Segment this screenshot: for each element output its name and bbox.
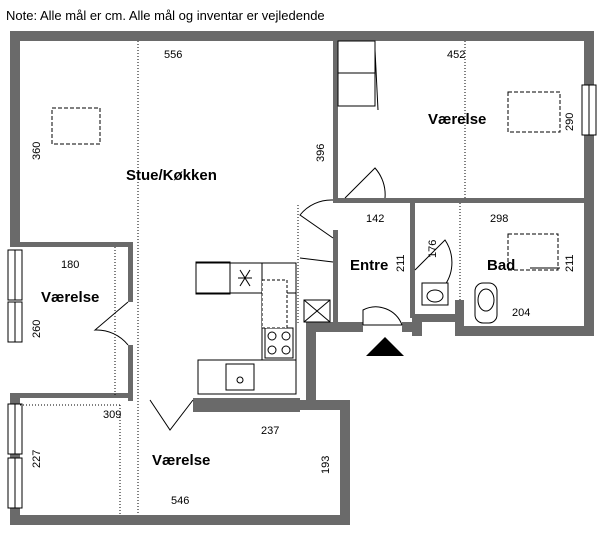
dim-298: 298 [490,213,508,225]
entrance-arrow-icon [366,337,404,356]
dimension-lines [20,41,466,515]
dim-290: 290 [564,113,576,131]
dim-452: 452 [447,49,465,61]
room-bad-label: Bad [487,257,515,274]
bathroom-fixtures [421,267,560,324]
room-vaerelse-s-label: Værelse [152,452,210,469]
plan-note: Note: Alle mål er cm. Alle mål og invent… [6,8,325,23]
dim-142: 142 [366,213,384,225]
room-stue-label: Stue/Køkken [126,167,217,184]
room-entre-label: Entre [350,257,388,274]
dim-360: 360 [31,142,43,160]
dim-193: 193 [320,456,332,474]
room-vaerelse-w-label: Værelse [41,289,99,306]
windows [7,84,597,509]
dim-546: 546 [171,495,189,507]
utility-box [303,299,331,323]
dim-309: 309 [103,409,121,421]
dim-237: 237 [261,425,279,437]
room-vaerelse-ne-label: Værelse [428,111,486,128]
dim-211b: 211 [564,254,576,272]
dim-176: 176 [427,240,439,258]
dim-180: 180 [61,259,79,271]
kitchen [195,261,297,395]
dim-211a: 211 [395,254,407,272]
doors [93,167,453,431]
dim-260: 260 [31,320,43,338]
wardrobe [337,40,379,111]
dim-227: 227 [31,450,43,468]
dim-204: 204 [512,307,530,319]
dim-396: 396 [315,144,327,162]
dim-556: 556 [164,49,182,61]
exterior-walls [10,31,594,525]
interior-walls [10,41,584,412]
skylights [51,91,561,271]
